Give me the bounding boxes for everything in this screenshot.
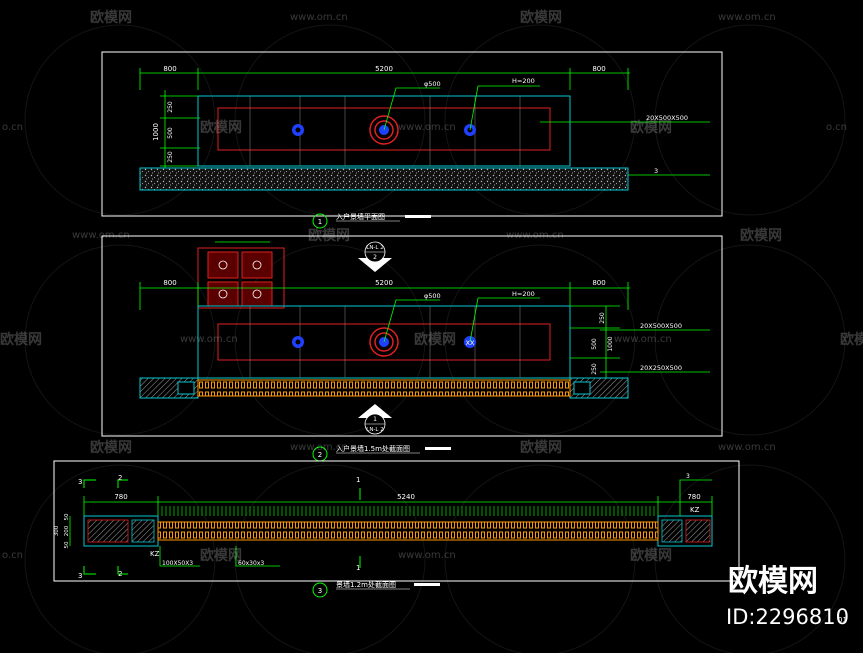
view1-dim-v2: 500 <box>167 127 174 139</box>
view2-dim-right: 800 <box>592 279 605 287</box>
watermark-brand-4: 欧模网 <box>630 119 672 136</box>
view1-callout-h: H=200 <box>512 77 535 85</box>
view3-title: 景墙1.2m处截面图 <box>336 580 396 589</box>
watermark-brand-6: 欧模网 <box>740 227 782 244</box>
view3-mark-3a: 3 <box>78 478 82 486</box>
section-marker-top: LN-L 2 2 <box>358 241 392 272</box>
view2-dim-left: 800 <box>163 279 176 287</box>
view2-dim-v3: 250 <box>591 363 598 375</box>
view2-dim-v2: 500 <box>591 338 598 350</box>
view3-dim-total: 300 <box>54 525 60 536</box>
view2-dim-main: 5200 <box>375 279 393 287</box>
view1-frame <box>101 51 723 217</box>
watermark-url-9: www.om.cn <box>718 442 776 453</box>
view3-mark-1b: 1 <box>356 564 360 572</box>
view1-callout-right2: 3 <box>654 167 658 175</box>
watermark-brand-12: 欧模网 <box>200 547 242 564</box>
view2-dim-total: 1000 <box>607 336 614 351</box>
watermark-brand-10: 欧模网 <box>90 439 132 456</box>
watermark-brand-large: 欧模网 <box>728 564 818 599</box>
view2-section-mark-bottom: LN-L 2 <box>366 427 383 433</box>
view3-mark-1a: 1 <box>356 476 360 484</box>
view2-callout-pipe: φ500 <box>424 292 441 300</box>
watermark-url-3: www.om.cn <box>398 122 456 133</box>
view3-dim-main: 5240 <box>397 493 415 501</box>
view3-dim-right: 780 <box>687 493 700 501</box>
view2-dim-v1: 250 <box>599 312 606 324</box>
view2-section-mark-top: LN-L 2 <box>366 245 383 251</box>
view3-frame <box>53 460 740 582</box>
watermark-id-suffix: 01 <box>838 616 847 624</box>
watermark-url-short-3: o.cn <box>2 550 23 561</box>
watermark-url-short-2: o.cn <box>826 122 847 133</box>
watermark-brand-3: 欧模网 <box>200 119 242 136</box>
view3-dim-v2: 200 <box>64 525 70 536</box>
watermark-id: ID:2296810 <box>726 605 849 629</box>
watermark-brand-5: 欧模网 <box>308 227 350 244</box>
view3-circle-num: 3 <box>318 587 322 595</box>
section-marker-bottom: 1 LN-L 2 <box>358 404 392 435</box>
view2-circle-num: 2 <box>318 451 322 459</box>
view3-callout-bl2: 60x30x3 <box>238 560 264 567</box>
watermark-url-1: www.om.cn <box>290 12 348 23</box>
watermark-brand-13: 欧模网 <box>630 547 672 564</box>
view2-callout-h: H=200 <box>512 290 535 298</box>
watermark-id-block: 欧模网 ID:2296810 01 <box>726 564 849 629</box>
view1-dim-left: 800 <box>163 65 176 73</box>
watermark-brand-2: 欧模网 <box>520 9 562 26</box>
view1-dim-main: 5200 <box>375 65 393 73</box>
watermark-brand-1: 欧模网 <box>90 9 132 26</box>
view1-dim-v1: 250 <box>167 101 174 113</box>
view1-dim-v3: 250 <box>167 151 174 163</box>
watermark-brand-9: 欧模网 <box>840 331 863 348</box>
view2-section-num-top: 2 <box>373 254 377 261</box>
view3-mark-3b: 3 <box>78 572 82 580</box>
view2-detail-label: XX <box>466 339 475 347</box>
view3-mark-2a: 2 <box>118 474 122 482</box>
view3-dim-v1: 50 <box>64 513 70 520</box>
watermark-circles <box>24 24 846 653</box>
view1-title: 入户景墙平面图 <box>336 212 385 221</box>
view3-kz-right: KZ <box>690 506 700 514</box>
watermarks: 欧模网 www.om.cn 欧模网 www.om.cn o.cn 欧模网 www… <box>0 9 863 564</box>
watermark-url-10: www.om.cn <box>398 550 456 561</box>
watermark-brand-7: 欧模网 <box>0 331 42 348</box>
view1-dim-right: 800 <box>592 65 605 73</box>
watermark-brand-11: 欧模网 <box>520 439 562 456</box>
view1-callout-right1: 20X500X500 <box>646 114 688 122</box>
view3-callout-bl1: 100X50X3 <box>162 560 193 567</box>
view3-callout-right-top: 3 <box>686 473 690 480</box>
watermark-url-6: www.om.cn <box>180 334 238 345</box>
watermark-url-7: www.om.cn <box>614 334 672 345</box>
view3-kz-left: KZ <box>150 550 160 558</box>
view3-section: 3 2 1 3 2 1 780 5240 780 50 200 50 300 K… <box>53 460 740 598</box>
view2-frame <box>101 235 723 437</box>
detail-blocks <box>197 241 285 309</box>
view2-section-num-bottom: 1 <box>373 416 377 423</box>
view2-callout-right2: 20X250X500 <box>640 364 682 372</box>
view2-section: LN-L 2 2 1 LN-L 2 <box>101 235 723 462</box>
view3-mark-2b: 2 <box>118 570 122 578</box>
view1-circle-num: 1 <box>318 218 322 226</box>
view2-title: 入户景墙1.5m处截面图 <box>336 444 410 453</box>
view3-dim-v3: 50 <box>64 541 70 548</box>
watermark-url-2: www.om.cn <box>718 12 776 23</box>
watermark-url-4: www.om.cn <box>72 230 130 241</box>
view1-dim-total: 1000 <box>152 123 160 141</box>
view1-callout-pipe: φ500 <box>424 80 441 88</box>
view3-dim-left: 780 <box>114 493 127 501</box>
watermark-brand-8: 欧模网 <box>414 331 456 348</box>
watermark-url-5: www.om.cn <box>506 230 564 241</box>
view1-plan: 800 5200 800 1000 250 500 250 <box>101 51 723 229</box>
view2-callout-right1: 20X500X500 <box>640 322 682 330</box>
watermark-url-8: www.om.cn <box>290 442 348 453</box>
watermark-url-short-1: o.cn <box>2 122 23 133</box>
